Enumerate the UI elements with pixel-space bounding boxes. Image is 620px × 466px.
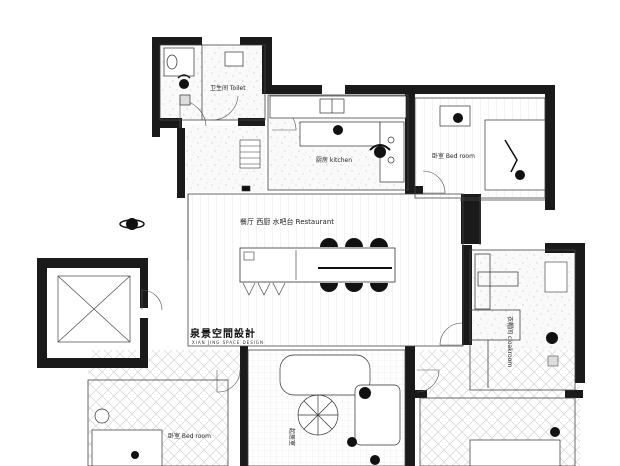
person-kitchen-icon (333, 125, 391, 158)
person-bedroom-icon (453, 113, 525, 180)
corridor-tile-left (150, 350, 245, 380)
dining-table (239, 247, 396, 283)
person-toilet-icon (177, 74, 191, 89)
bedroom-left-label: 卧室 Bed room (168, 432, 211, 440)
dining-chairs (320, 238, 388, 292)
person-living-icon (347, 387, 380, 465)
company-logo-subtitle: XIAN JING SPACE DESIGN (192, 340, 264, 345)
bedroom-br-furniture (469, 439, 561, 466)
living-label: 起居室 (288, 428, 296, 446)
cloakroom-person-icon (546, 332, 559, 367)
kitchen-label: 厨房 kitchen (316, 156, 352, 164)
cloakroom-label: 衣帽间 cloakroom (506, 316, 514, 367)
bedroom-left-furniture (91, 408, 163, 466)
toilet-fixtures (163, 47, 244, 106)
person-bedroom-left-icon (131, 451, 139, 459)
toilet-label: 卫生间 Toilet (210, 84, 246, 92)
person-entrance-icon (119, 218, 145, 230)
company-logo: 泉景空間設計 (189, 327, 256, 340)
shoe-cabinet (239, 139, 261, 192)
strip-right-bed (462, 168, 482, 196)
elevator (57, 275, 131, 343)
cloakroom-shelf (544, 261, 568, 293)
person-br-icon (550, 427, 560, 437)
bar-stools (242, 282, 286, 296)
restaurant-label: 餐厅 西厨 水吧台 Restaurant (240, 217, 334, 226)
bedroom-right-label: 卧室 Bed room (432, 152, 475, 160)
walls (37, 37, 585, 466)
bedroom-right-furniture (439, 105, 546, 191)
living-furniture (279, 354, 401, 446)
